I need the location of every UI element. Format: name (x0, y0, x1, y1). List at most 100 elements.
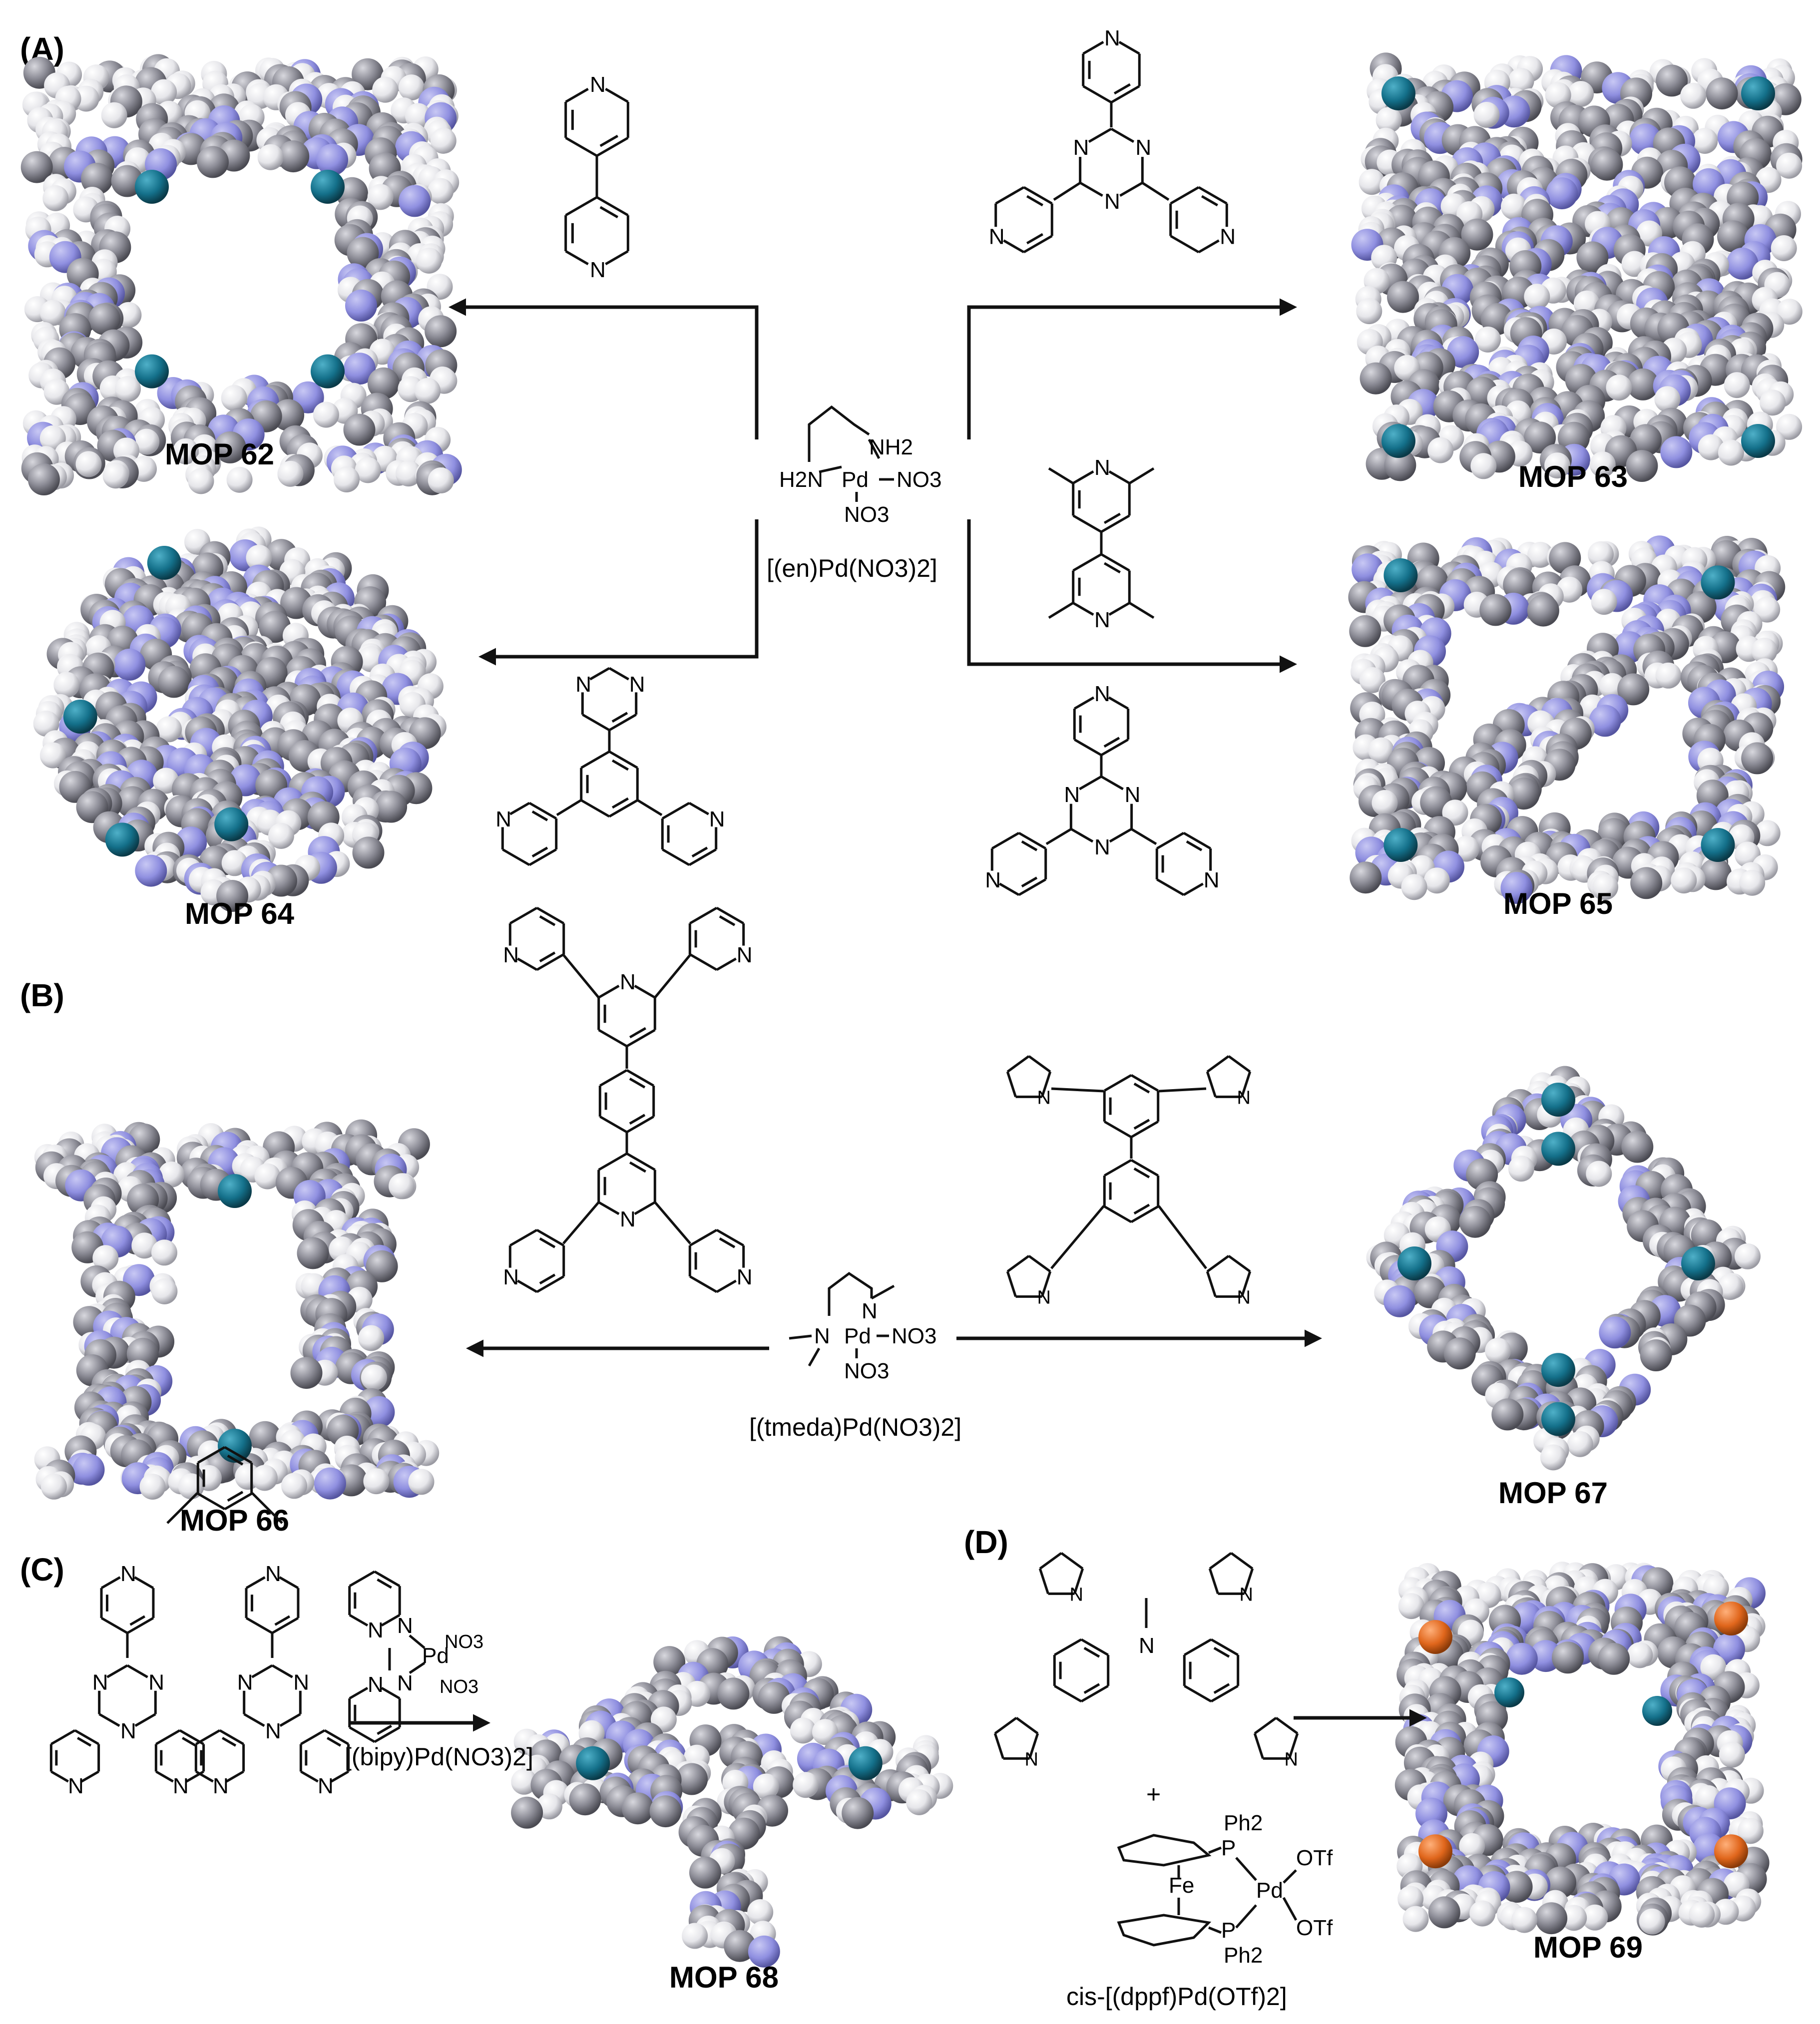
svg-text:N: N (985, 868, 1001, 892)
label-mop-67: MOP 67 (1498, 1476, 1608, 1510)
label-mop-65: MOP 65 (1503, 887, 1613, 920)
svg-text:N: N (620, 970, 636, 994)
svg-text:N: N (1069, 1584, 1083, 1605)
svg-text:NH2: NH2 (869, 435, 913, 459)
svg-text:N: N (590, 258, 606, 282)
svg-text:N: N (1237, 1087, 1250, 1108)
svg-text:Ph2: Ph2 (1224, 1811, 1263, 1835)
model-mop-68 (511, 1636, 953, 1968)
svg-text:N: N (397, 1614, 413, 1638)
svg-text:N: N (737, 943, 753, 967)
svg-text:N: N (1135, 135, 1151, 160)
svg-text:NO3: NO3 (897, 467, 941, 492)
svg-text:N: N (503, 1265, 519, 1289)
svg-text:H2N: H2N (779, 467, 823, 492)
svg-text:N: N (148, 1670, 164, 1695)
plus-sign: + (1146, 1780, 1161, 1808)
label-mop-69: MOP 69 (1533, 1931, 1643, 1964)
svg-text:N: N (1024, 1749, 1038, 1770)
reagent-tmeda-pd: [(tmeda)Pd(NO3)2] (749, 1413, 961, 1441)
svg-text:N: N (237, 1670, 253, 1695)
label-mop-62: MOP 62 (165, 437, 274, 471)
svg-text:N: N (1139, 1633, 1155, 1658)
svg-text:N: N (1237, 1287, 1250, 1308)
svg-text:Pd: Pd (844, 1324, 871, 1348)
svg-text:N: N (495, 807, 511, 831)
svg-text:N: N (265, 1719, 281, 1743)
svg-text:N: N (709, 807, 725, 831)
en-pd-complex: NH2 H2N Pd NO3 NO3 (779, 405, 941, 527)
svg-text:Ph2: Ph2 (1224, 1943, 1263, 1968)
dppf-pd-complex: Fe P P Ph2 Ph2 Pd OTf OTf (1117, 1811, 1333, 1968)
svg-text:NO3: NO3 (440, 1676, 478, 1697)
svg-text:N: N (1073, 135, 1089, 160)
svg-text:N: N (1104, 189, 1120, 214)
svg-text:N: N (265, 1562, 281, 1586)
svg-text:N: N (629, 672, 645, 697)
svg-text:N: N (1284, 1749, 1298, 1770)
svg-text:N: N (620, 1207, 636, 1231)
svg-text:N: N (814, 1324, 830, 1348)
model-mop-66 (34, 1119, 440, 1500)
svg-text:N: N (590, 72, 606, 97)
label-mop-66: MOP 66 (180, 1504, 289, 1537)
svg-text:Pd: Pd (1256, 1878, 1283, 1903)
svg-text:N: N (92, 1670, 108, 1695)
label-mop-63: MOP 63 (1518, 460, 1628, 493)
svg-text:N: N (368, 1672, 384, 1697)
svg-text:N: N (368, 1618, 384, 1642)
svg-text:N: N (1104, 26, 1120, 50)
model-mop-67 (1366, 1066, 1761, 1471)
reaction-arrows-a (449, 298, 1297, 673)
svg-text:N: N (1094, 682, 1110, 706)
svg-text:N: N (1220, 225, 1236, 249)
svg-text:N: N (173, 1774, 189, 1798)
svg-text:N: N (737, 1265, 753, 1289)
svg-text:N: N (1037, 1087, 1050, 1108)
svg-text:N: N (575, 672, 591, 697)
svg-text:N: N (989, 225, 1005, 249)
reagent-en-pd: [(en)Pd(NO3)2] (767, 554, 937, 582)
svg-text:N: N (213, 1774, 229, 1798)
svg-text:N: N (318, 1774, 334, 1798)
svg-text:N: N (120, 1719, 136, 1743)
svg-text:OTf: OTf (1296, 1916, 1333, 1940)
model-mop-62 (20, 54, 462, 495)
model-mop-64 (33, 526, 447, 912)
svg-text:N: N (1094, 835, 1110, 859)
panel-label-d: (D) (964, 1524, 1008, 1560)
svg-text:N: N (397, 1671, 413, 1695)
svg-text:N: N (1064, 783, 1080, 807)
svg-text:N: N (1125, 783, 1141, 807)
svg-text:Fe: Fe (1169, 1873, 1194, 1898)
svg-text:N: N (1094, 608, 1110, 632)
model-mop-69 (1394, 1562, 1770, 1936)
svg-text:N: N (1239, 1584, 1253, 1605)
svg-text:NO3: NO3 (844, 502, 889, 527)
svg-text:N: N (862, 1299, 878, 1323)
svg-text:OTf: OTf (1296, 1846, 1333, 1870)
panel-label-c: (C) (20, 1552, 64, 1588)
svg-text:Pd: Pd (422, 1643, 449, 1668)
label-mop-68: MOP 68 (669, 1961, 779, 1994)
svg-text:NO3: NO3 (892, 1324, 936, 1348)
label-mop-64: MOP 64 (185, 897, 295, 930)
panel-label-b: (B) (20, 977, 64, 1013)
reagent-bipy-pd: [(bipy)Pd(NO3)2] (345, 1743, 533, 1771)
model-mop-63 (1351, 52, 1803, 482)
svg-text:N: N (1204, 868, 1220, 892)
svg-text:N: N (1037, 1287, 1050, 1308)
svg-text:N: N (293, 1670, 309, 1695)
tmeda-pd-complex: N N Pd NO3 NO3 (789, 1271, 936, 1383)
bipy-pd-complex: N N Pd NO3 NO3 (388, 1614, 483, 1697)
svg-text:N: N (503, 943, 519, 967)
svg-text:N: N (68, 1774, 84, 1798)
svg-text:NO3: NO3 (844, 1359, 889, 1383)
svg-text:P: P (1221, 1918, 1236, 1943)
reagent-dppf-pd: cis-[(dppf)Pd(OTf)2] (1066, 1983, 1287, 2011)
model-mop-65 (1348, 535, 1786, 904)
svg-text:N: N (1094, 455, 1110, 480)
reaction-arrows-b (466, 1329, 1322, 1357)
